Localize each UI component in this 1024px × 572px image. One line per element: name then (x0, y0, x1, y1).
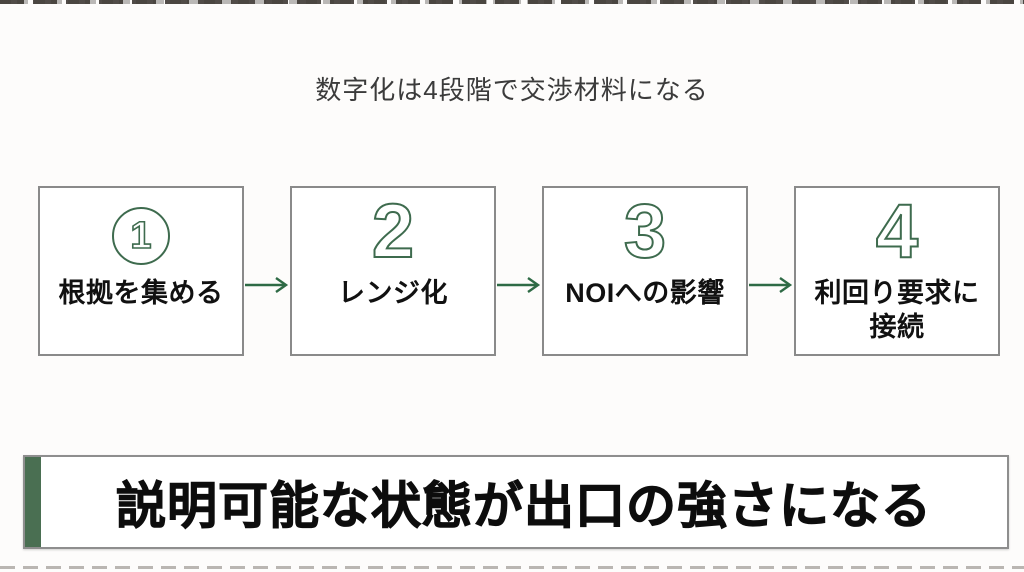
step-label-line: 接続 (869, 312, 925, 342)
step-box-4: 4 利回り要求に 接続 (794, 186, 1000, 356)
step-label-line: 利回り要求に (814, 278, 980, 308)
step-number: 4 (875, 189, 919, 274)
conclusion-banner: 説明可能な状態が出口の強さになる (23, 455, 1009, 549)
bottom-edge-dashed-line (0, 566, 1024, 569)
step-number: 3 (623, 189, 667, 274)
arrow-right-icon (497, 277, 541, 293)
step-box-3: 3 NOIへの影響 (542, 186, 748, 356)
step-label: 根拠を集める (42, 276, 240, 310)
step-label-line: 根拠を集める (58, 278, 224, 308)
arrow-wrap-2 (496, 186, 542, 356)
banner-accent-bar (25, 457, 41, 547)
arrow-right-icon (749, 277, 793, 293)
step-number-area: 1 (40, 192, 242, 272)
slide-title: 数字化は4段階で交渉材料になる (315, 75, 709, 105)
step-number-area: 4 (796, 192, 998, 272)
steps-row: 1 根拠を集める 2 レンジ化 (38, 186, 1000, 356)
step-label: レンジ化 (294, 276, 492, 310)
step-number: 2 (371, 189, 415, 274)
step-label-line: レンジ化 (338, 278, 448, 308)
step-number-area: 2 (292, 192, 494, 272)
banner-text: 説明可能な状態が出口の強さになる (116, 478, 932, 535)
arrow-wrap-1 (244, 186, 290, 356)
step-label: 利回り要求に 接続 (798, 276, 996, 344)
step-box-1: 1 根拠を集める (38, 186, 244, 356)
step-label-line: NOIへの影響 (565, 278, 725, 308)
arrow-wrap-3 (748, 186, 794, 356)
step-number: 1 (130, 215, 153, 257)
circled-number-1-icon: 1 (112, 207, 170, 265)
step-number-area: 3 (544, 192, 746, 272)
arrow-right-icon (245, 277, 289, 293)
step-label: NOIへの影響 (546, 276, 744, 310)
step-box-2: 2 レンジ化 (290, 186, 496, 356)
top-edge-dashed-line (0, 0, 1024, 4)
